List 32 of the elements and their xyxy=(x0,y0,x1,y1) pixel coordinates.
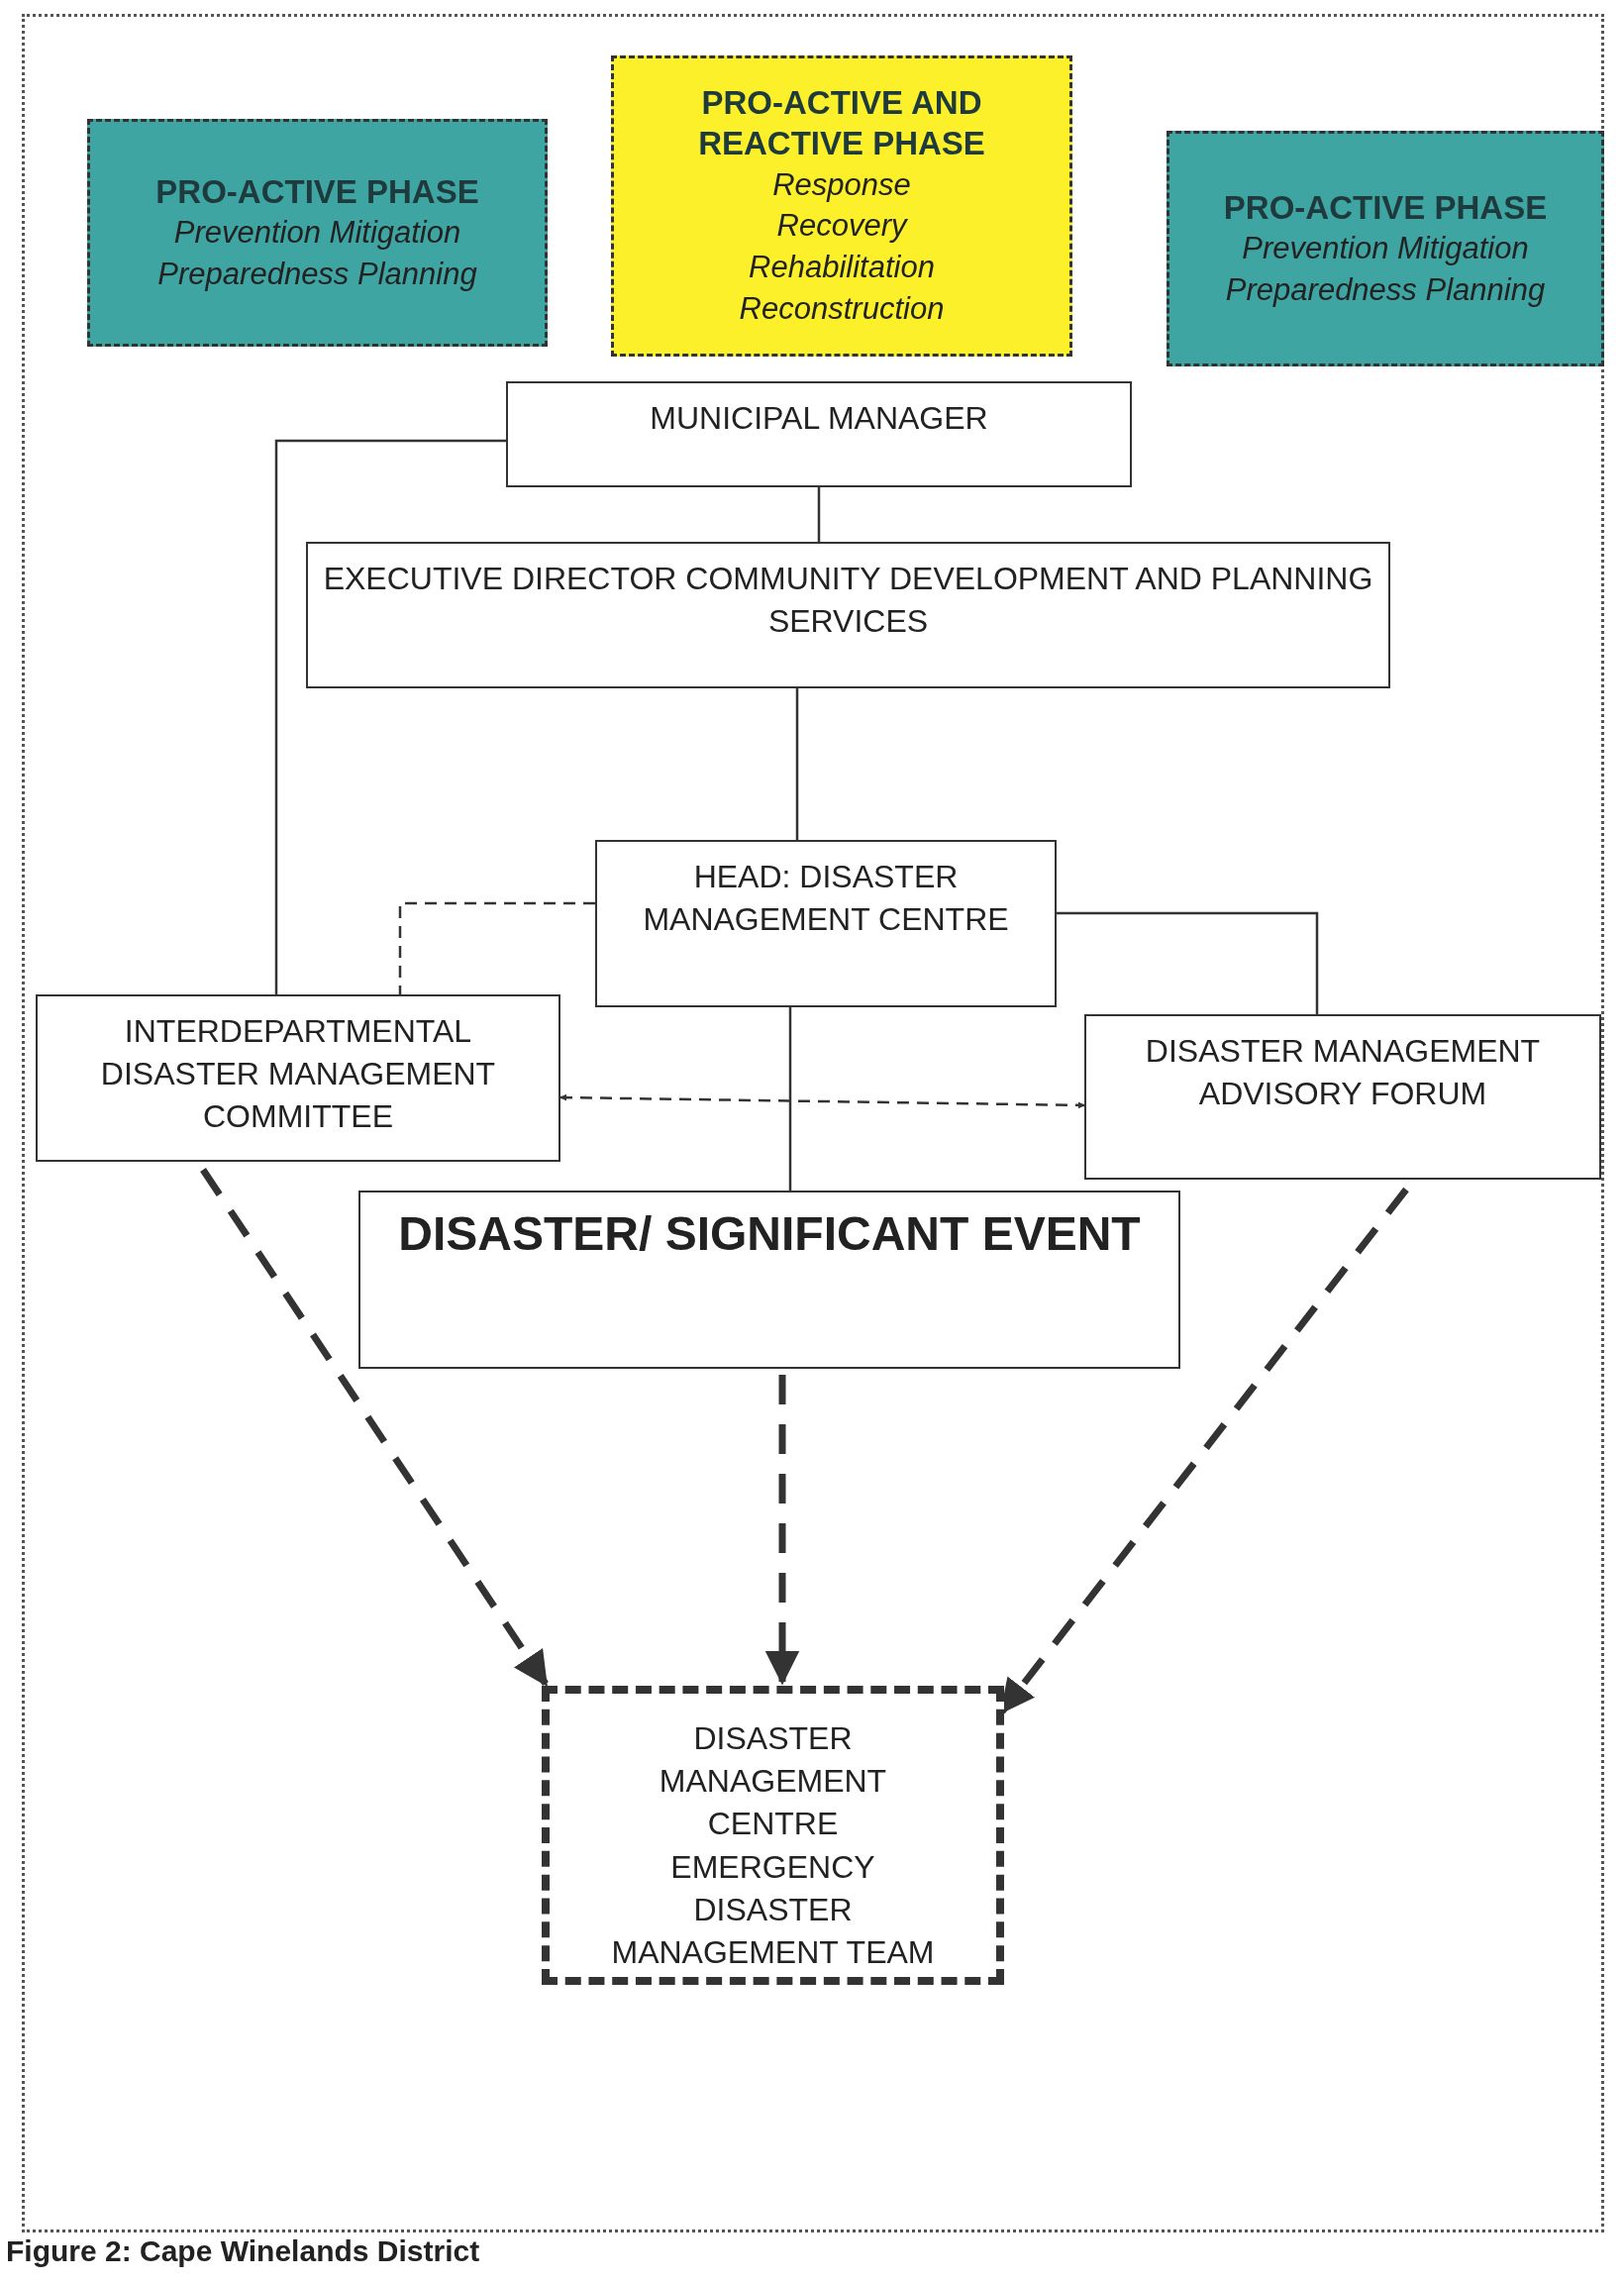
box-label: DISASTER MANAGEMENT ADVISORY FORUM xyxy=(1144,1032,1542,1114)
box-label: DISASTER MANAGEMENT CENTRE EMERGENCY DISASTER MANAGEMENT TEAM xyxy=(610,1719,936,1972)
connector-line xyxy=(1057,911,1319,1014)
phase-box xyxy=(611,55,1072,357)
phase-activities: Response Recovery Rehabilitation Reconstruction xyxy=(738,165,946,329)
process-box xyxy=(306,542,1390,688)
process-box xyxy=(358,1191,1180,1369)
connector-line xyxy=(817,487,821,542)
connector-line xyxy=(398,901,595,994)
team-box xyxy=(542,1686,1004,1985)
process-box xyxy=(36,994,560,1162)
phase-heading: PRO-ACTIVE PHASE xyxy=(155,171,479,212)
phase-box xyxy=(87,119,548,347)
process-box xyxy=(506,381,1132,487)
process-box xyxy=(595,840,1057,1007)
phase-activities: Prevention Mitigation Preparedness Planning xyxy=(1224,229,1547,309)
phase-box xyxy=(1167,131,1604,366)
connector-line xyxy=(274,439,506,994)
phase-heading: PRO-ACTIVE AND REACTIVE PHASE xyxy=(697,83,986,164)
box-label: HEAD: DISASTER MANAGEMENT CENTRE xyxy=(642,858,1010,940)
box-label: MUNICIPAL MANAGER xyxy=(650,399,988,438)
arrow xyxy=(200,1168,549,1687)
connector-line xyxy=(795,688,799,840)
box-label: INTERDEPARTMENTAL DISASTER MANAGEMENT COMMITTEE xyxy=(99,1012,497,1137)
connector-line xyxy=(788,1007,792,1191)
phase-heading: PRO-ACTIVE PHASE xyxy=(1223,187,1548,228)
process-box xyxy=(1084,1014,1601,1180)
event-title: DISASTER/ SIGNIFICANT EVENT xyxy=(398,1206,1141,1262)
arrow xyxy=(559,1093,1085,1109)
figure-caption: Figure 2: Cape Winelands District xyxy=(6,2234,480,2268)
box-label: EXECUTIVE DIRECTOR COMMUNITY DEVELOPMENT AND PLANNING SERVICES xyxy=(322,560,1374,642)
phase-activities: Prevention Mitigation Preparedness Planning xyxy=(156,213,478,293)
